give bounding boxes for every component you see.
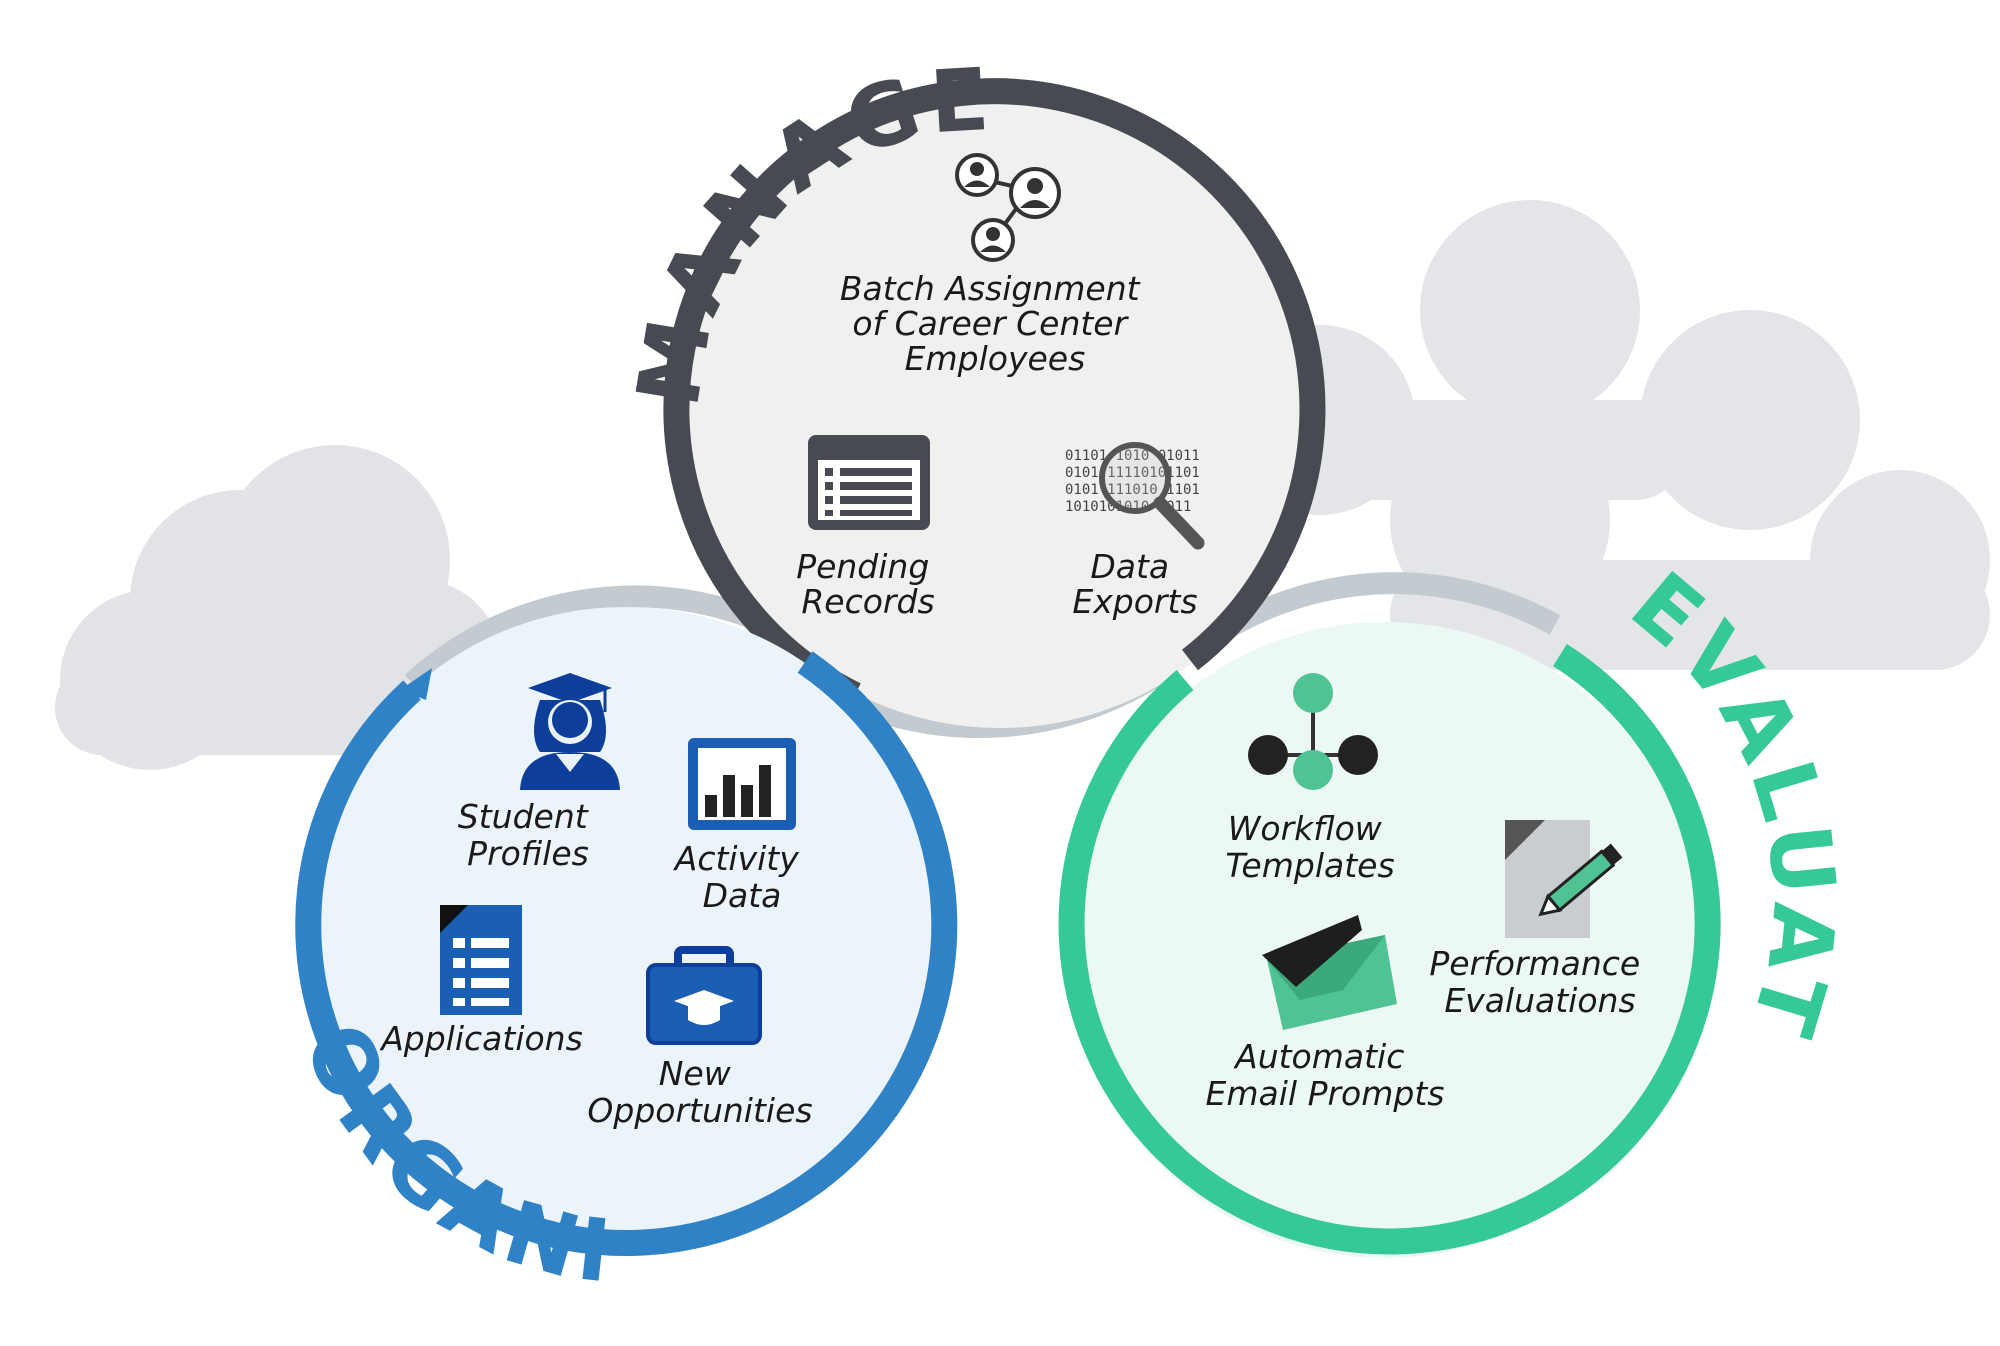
people-network-icon xyxy=(955,153,1061,262)
records-list-icon xyxy=(808,435,930,530)
briefcase-icon xyxy=(646,946,762,1045)
cloud-left xyxy=(55,445,500,770)
new-opportunities-label: New Opportunities xyxy=(587,1054,812,1130)
student-profiles-label: Student Profiles xyxy=(458,797,598,873)
pending-records-label: Pending Records xyxy=(796,547,940,621)
manage-circle xyxy=(663,78,1326,728)
automatic-email-prompts-label: Automatic Email Prompts xyxy=(1206,1037,1445,1113)
workflow-templates-label: Workflow Templates xyxy=(1225,809,1394,885)
organize-arrowhead xyxy=(400,668,432,700)
bar-chart-icon xyxy=(688,738,796,830)
manage-circle-fill xyxy=(682,92,1318,728)
evaluate-circle xyxy=(1058,622,1721,1258)
performance-evaluations-label: Performance Evaluations xyxy=(1429,944,1650,1020)
graduate-icon xyxy=(520,673,620,790)
workflow-icon xyxy=(1248,673,1378,790)
evaluate-ring xyxy=(1058,644,1721,1255)
data-exports-label: Data Exports xyxy=(1072,547,1197,621)
cloud-right xyxy=(1225,200,1990,670)
applications-label: Applications xyxy=(379,1019,583,1058)
batch-assignment-label: Batch Assignment of Career Center Employ… xyxy=(840,269,1150,378)
organize-ring xyxy=(295,651,958,1256)
binary-magnifier-icon: 01101 1010 01011 0101 11110101101 0101 1… xyxy=(1065,442,1205,550)
document-pencil-icon xyxy=(1505,820,1623,938)
application-form-icon xyxy=(440,905,522,1015)
manage-ring xyxy=(663,78,1326,707)
envelope-icon xyxy=(1262,915,1397,1030)
activity-data-label: Activity Data xyxy=(673,839,810,915)
